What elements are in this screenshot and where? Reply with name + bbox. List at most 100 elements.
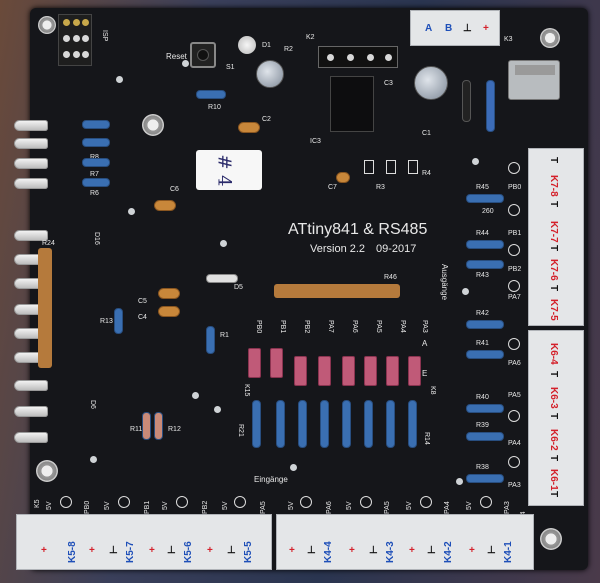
d5-label: D5 — [234, 284, 243, 291]
c3-label: C3 — [384, 80, 393, 87]
terminal-top-rs485[interactable]: + ⊥ B A — [410, 10, 500, 46]
k4-pin-10: + — [469, 545, 475, 556]
resistor-r38 — [466, 474, 504, 483]
jumper-label-pb2: PB2 — [303, 320, 310, 334]
k6-pin-3: K6-3 — [548, 387, 559, 409]
jumper-pa4[interactable] — [386, 356, 399, 386]
jumper-e-label: E — [422, 369, 428, 378]
k7-pin-6: K7-6 — [548, 259, 559, 281]
gnd-symbol-bottom-7 — [420, 496, 432, 508]
r42-label: R42 — [476, 310, 489, 317]
led-out-1 — [14, 230, 48, 241]
jumper-pa5[interactable] — [364, 356, 377, 386]
resistor-bank-3 — [298, 400, 307, 448]
jumper-pa6[interactable] — [342, 356, 355, 386]
jumper-pa7[interactable] — [318, 356, 331, 386]
bottom-right-label-5v-1: 5V — [288, 501, 295, 510]
k4-pin-7: + — [409, 545, 415, 556]
right-label-pb2: PB2 — [508, 266, 522, 273]
resistor-r45 — [466, 194, 504, 203]
capacitor-c4 — [158, 288, 180, 299]
handwritten-sticker: # 4 — [196, 150, 262, 190]
r1-label: R1 — [220, 332, 229, 339]
k6-pin-7: K6-1 — [548, 469, 559, 491]
via — [116, 76, 123, 83]
resistor-r6 — [82, 178, 110, 187]
jumper-pb1[interactable] — [270, 348, 283, 378]
bottom-left-label-pb0: PB0 — [84, 500, 91, 514]
k3-top-label: K3 — [504, 36, 513, 43]
mounting-hole-center — [142, 114, 164, 136]
capacitor-c2-small — [238, 122, 260, 133]
r43-label: R43 — [476, 272, 489, 279]
s1-label: S1 — [226, 64, 235, 71]
via — [462, 288, 469, 295]
jumper-label-pa3: PA3 — [421, 320, 428, 333]
terminal-top-label-b: B — [445, 23, 453, 34]
reset-button[interactable] — [190, 42, 216, 68]
via — [192, 392, 199, 399]
bottom-left-label-5v-3: 5V — [162, 501, 169, 510]
resistor-bank-6 — [364, 400, 373, 448]
k4-pin-5: ⊥ — [369, 545, 378, 556]
isp-label: ISP — [101, 30, 108, 42]
gnd-symbol-right-2 — [508, 204, 520, 216]
k7-pin-1: T — [548, 157, 559, 164]
jumper-label-pb0: PB0 — [255, 320, 262, 334]
terminal-right-k6[interactable]: K6-4 T K6-3 T K6-2 T K6-1 T — [528, 330, 584, 506]
led-out-9 — [14, 432, 48, 443]
resistor-r11 — [142, 412, 151, 440]
k15-label: K15 — [243, 384, 250, 397]
led-status-2 — [14, 138, 48, 149]
right-label-pb1: PB1 — [508, 230, 522, 237]
k4-pin-3: K4-4 — [323, 541, 334, 563]
k7-pin-3: T — [548, 201, 559, 208]
bottom-left-label-pa5: PA5 — [260, 501, 267, 514]
terminal-bottom-k5[interactable]: + K5-8 + ⊥ K5-7 + ⊥ K5-6 + ⊥ K5-5 — [16, 514, 272, 570]
jumper-label-pb1: PB1 — [279, 320, 286, 334]
resistor-network-r46 — [274, 284, 400, 298]
resistor-r8 — [82, 138, 110, 147]
resistor-bank-7 — [386, 400, 395, 448]
jumper-label-pa7: PA7 — [327, 320, 334, 333]
jumper-pa3[interactable] — [408, 356, 421, 386]
resistor-r40 — [466, 404, 504, 413]
gnd-symbol-right-5 — [508, 338, 520, 350]
resistor-bank-2 — [276, 400, 285, 448]
resistor-r42 — [466, 320, 504, 329]
bottom-left-label-pb2: PB2 — [202, 500, 209, 514]
gnd-symbol-bottom-1 — [60, 496, 72, 508]
gnd-symbol-bottom-3 — [176, 496, 188, 508]
resistor-r9 — [82, 120, 110, 129]
r40-label: R40 — [476, 394, 489, 401]
via — [182, 60, 189, 67]
mounting-hole-top-left — [38, 16, 56, 34]
jumper-pb2[interactable] — [294, 356, 307, 386]
k7-pin-5: T — [548, 245, 559, 252]
resistor-r39 — [466, 432, 504, 441]
resistor-r43 — [466, 260, 504, 269]
led-out-7 — [14, 380, 48, 391]
k4-pin-6: K4-3 — [385, 541, 396, 563]
board-version: Version 2.2 — [310, 243, 366, 255]
k5-pin-10: ⊥ — [227, 545, 236, 556]
terminal-right-k7[interactable]: T K7-8 T K7-7 T K7-6 T K7-5 — [528, 148, 584, 326]
r24-label: R24 — [42, 240, 55, 247]
resistor-bank-8 — [408, 400, 417, 448]
terminal-bottom-k4[interactable]: + ⊥ K4-4 + ⊥ K4-3 + ⊥ K4-2 + ⊥ K4-1 — [276, 514, 534, 570]
k6-pin-4: T — [548, 413, 559, 420]
jumper-label-pa5: PA5 — [375, 320, 382, 333]
bottom-left-label-k5: K5 — [34, 499, 41, 508]
r11-label: R11 — [130, 426, 143, 433]
jumper-pb0[interactable] — [248, 348, 261, 378]
resistor-r7 — [82, 158, 110, 167]
mounting-hole-bottom-left — [36, 460, 58, 482]
via — [90, 456, 97, 463]
led-out-8 — [14, 406, 48, 417]
isp-header — [58, 14, 92, 66]
r10-label: R10 — [208, 104, 221, 111]
ic3-label: IC3 — [310, 138, 321, 145]
reset-label: Reset — [166, 52, 187, 61]
wago-connector[interactable] — [508, 60, 560, 100]
gnd-symbol-bottom-2 — [118, 496, 130, 508]
